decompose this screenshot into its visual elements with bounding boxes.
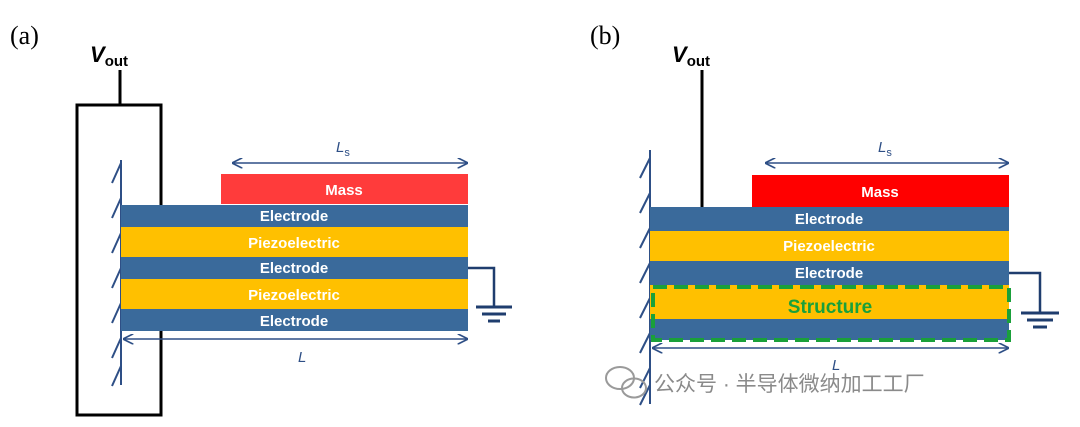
panel-a-layer-2-label: Piezoelectric — [248, 235, 340, 252]
panel-a-tag: (a) — [10, 21, 39, 50]
panel-b-layer-2-label: Piezoelectric — [783, 238, 875, 255]
panel-a-piezo-bottom — [121, 279, 468, 309]
panel-a-mass-label: Mass — [325, 182, 363, 199]
panel-a: (a) Vout Ls Mass Electrode Piezoelectric — [10, 21, 512, 417]
panel-a-electrode-top — [121, 205, 468, 227]
panel-a-electrode-middle — [121, 257, 468, 279]
panel-b-wall-hatch — [639, 157, 651, 406]
panel-a-ls-label: Ls — [336, 139, 350, 159]
panel-b-length-label: L — [832, 357, 840, 374]
panel-b-ls-label: Ls — [878, 139, 892, 159]
wechat-icon — [605, 366, 647, 399]
panel-b-ground-icon — [1021, 311, 1059, 329]
panel-b-electrode-top — [650, 207, 1009, 231]
watermark: 公众号 · 半导体微纳加工工厂 — [605, 366, 925, 399]
panel-b-layer-1-label: Electrode — [795, 211, 863, 228]
panel-b-ground-wire — [1009, 271, 1042, 312]
panel-a-piezo-top — [121, 227, 468, 257]
panel-a-vout-label: Vout — [90, 42, 128, 70]
panel-b-structure-outline — [651, 285, 1011, 342]
panel-b-structure-layer — [650, 285, 1009, 319]
panel-a-ground-icon — [476, 305, 512, 323]
panel-a-layer-4-label: Piezoelectric — [248, 287, 340, 304]
panel-a-length-label: L — [298, 349, 306, 366]
panel-b-vout-label: Vout — [672, 42, 710, 70]
panel-a-layer-1-label: Electrode — [260, 208, 328, 225]
panel-b-tag: (b) — [590, 21, 620, 50]
panel-b-mass — [752, 175, 1009, 207]
panel-a-layer-5-label: Electrode — [260, 313, 328, 330]
panel-a-layer-3-label: Electrode — [260, 260, 328, 277]
panel-b-mass-label: Mass — [861, 184, 899, 201]
panel-b-electrode-middle — [650, 261, 1009, 285]
panel-a-mass — [221, 174, 468, 204]
panel-b-layer-3-label: Electrode — [795, 265, 863, 282]
panel-a-electrode-bottom — [121, 309, 468, 331]
panel-b-structure-label: Structure — [788, 297, 872, 318]
panel-b: (b) Vout Ls Mass Electrode Piezoelectric… — [590, 21, 1059, 406]
panel-b-electrode-bottom — [650, 319, 1009, 340]
panel-a-wall-hatch — [111, 162, 122, 387]
panel-b-piezo — [650, 231, 1009, 261]
watermark-text: 公众号 · 半导体微纳加工工厂 — [654, 373, 925, 396]
panel-a-ground-wire — [468, 266, 496, 306]
